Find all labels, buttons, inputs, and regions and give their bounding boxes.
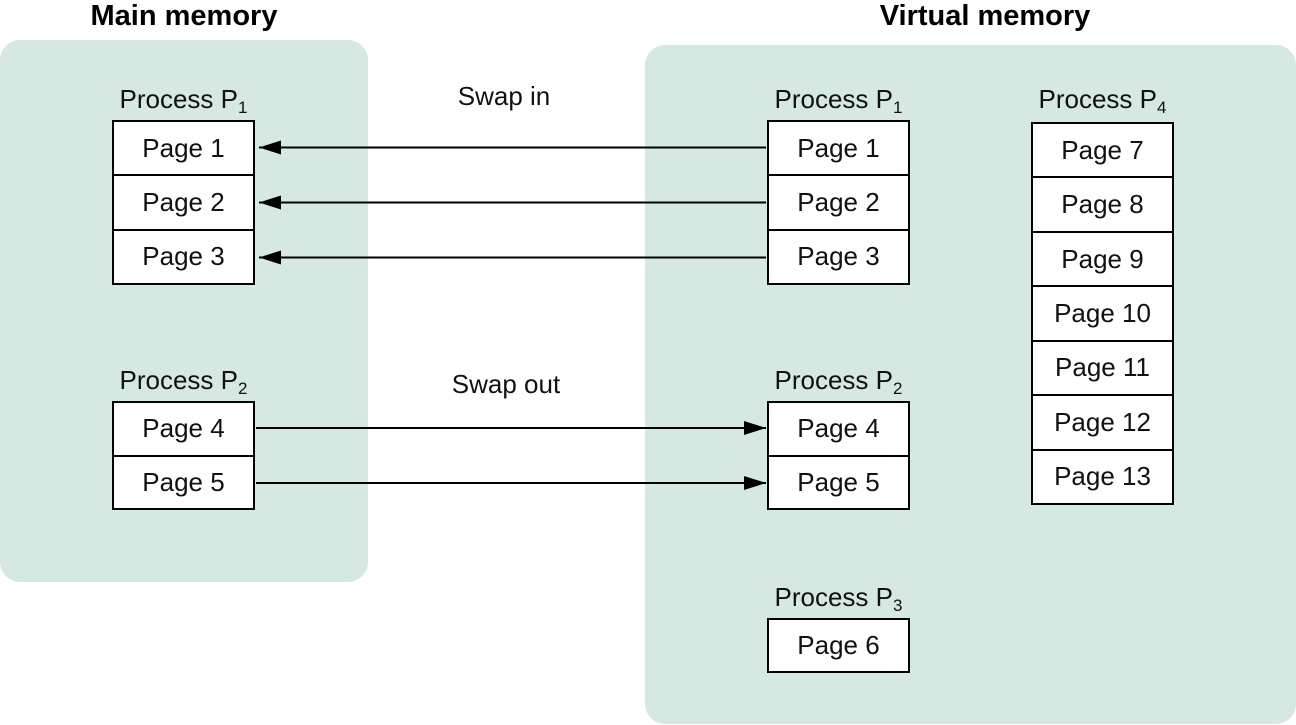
page-cell: Page 1 xyxy=(114,122,253,177)
page-stack-virtual-p2: Page 4 Page 5 xyxy=(767,401,910,510)
swap-out-label: Swap out xyxy=(451,369,561,399)
virtual-memory-title: Virtual memory xyxy=(879,0,1091,32)
page-cell: Page 1 xyxy=(769,122,908,177)
swap-in-label: Swap in xyxy=(457,81,551,111)
page-cell: Page 3 xyxy=(797,241,880,272)
page-cell: Page 8 xyxy=(1033,178,1172,233)
page-cell: Page 4 xyxy=(114,403,253,457)
page-cell: Page 6 xyxy=(797,630,880,660)
page-cell: Page 12 xyxy=(1033,396,1172,451)
process-label-virtual-p4: Process P4 xyxy=(1038,84,1167,117)
process-label-virtual-p3: Process P3 xyxy=(774,582,903,615)
page-cell: Page 7 xyxy=(1033,124,1172,179)
process-label-main-p2: Process P2 xyxy=(119,365,248,398)
page-cell: Page 5 xyxy=(142,466,225,497)
page-cell: Page 5 xyxy=(797,466,880,497)
page-stack-virtual-p3: Page 6 xyxy=(767,618,910,673)
virtual-memory-panel xyxy=(645,45,1296,724)
page-cell: Page 2 xyxy=(769,176,908,231)
main-memory-title: Main memory xyxy=(90,0,278,32)
page-cell: Page 13 xyxy=(1054,461,1151,492)
process-label-main-p1: Process P1 xyxy=(119,84,248,117)
page-cell: Page 3 xyxy=(142,241,225,272)
page-cell: Page 4 xyxy=(769,403,908,457)
page-cell: Page 2 xyxy=(114,176,253,231)
process-label-virtual-p1: Process P1 xyxy=(774,84,903,117)
page-stack-main-p2: Page 4 Page 5 xyxy=(112,401,255,510)
process-label-virtual-p2: Process P2 xyxy=(774,365,903,398)
page-cell: Page 11 xyxy=(1033,342,1172,397)
page-cell: Page 9 xyxy=(1033,233,1172,288)
page-cell: Page 10 xyxy=(1033,287,1172,342)
